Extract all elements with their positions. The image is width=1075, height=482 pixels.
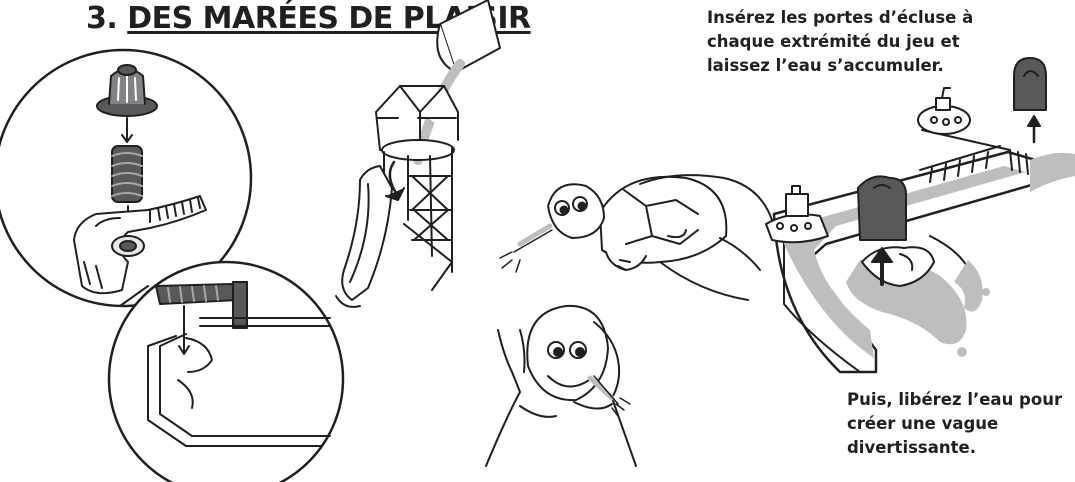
water-track-scene bbox=[766, 58, 1075, 372]
water-tower-slide bbox=[336, 0, 500, 307]
sluice-gate-icon bbox=[1014, 58, 1046, 142]
turtle-squirter bbox=[500, 175, 772, 300]
pouring-cup-icon bbox=[437, 0, 500, 72]
submarine-toy-icon bbox=[918, 88, 970, 134]
spring-coil-icon bbox=[112, 146, 142, 202]
slide-chute bbox=[336, 166, 392, 307]
octopus-squirter bbox=[486, 306, 636, 466]
detail-circle-gate bbox=[109, 262, 343, 482]
